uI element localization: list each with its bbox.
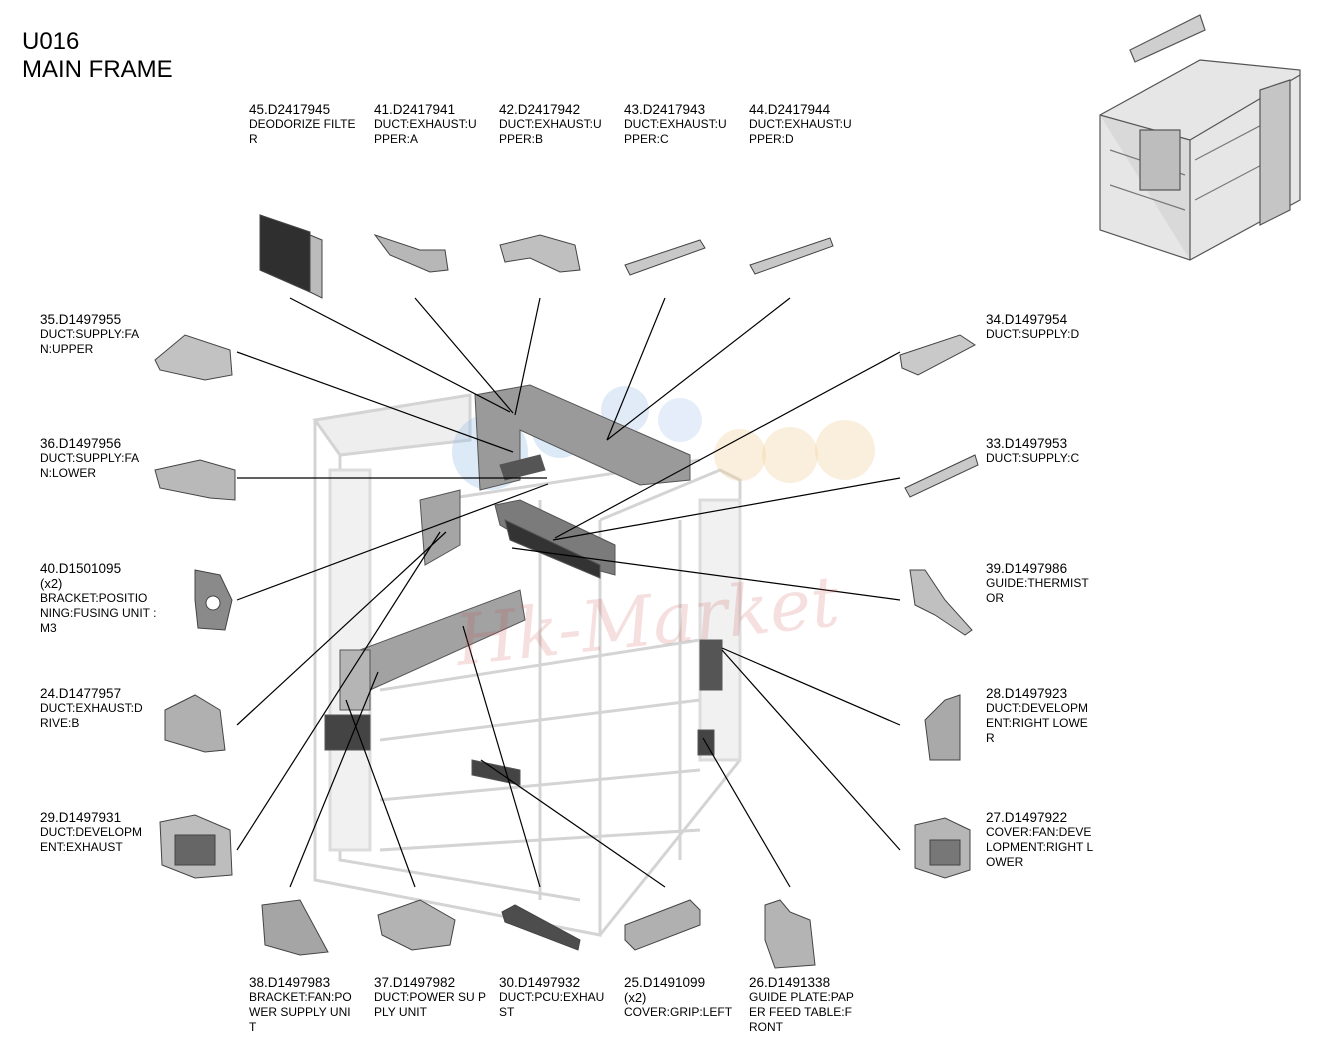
part-label-41: 41.D2417941 DUCT:EXHAUST:U PPER:A [374, 102, 486, 147]
part-label-24: 24.D1477957 DUCT:EXHAUST:D RIVE:B [40, 686, 152, 731]
part-description: BRACKET:FAN:PO WER SUPPLY UNI T [249, 990, 352, 1034]
part-number: 34.D1497954 [986, 312, 1068, 327]
part-number: 30.D1497932 [499, 975, 581, 990]
part-number: 24.D1477957 [40, 686, 122, 701]
part-description: DUCT:PCU:EXHAU ST [499, 990, 605, 1019]
part-illustrations [154, 214, 979, 969]
part-description: DUCT:SUPPLY:FA N:UPPER [40, 327, 139, 356]
part-description: DUCT:DEVELOPM ENT:RIGHT LOWE R [986, 701, 1089, 745]
part-label-43: 43.D2417943 DUCT:EXHAUST:U PPER:C [624, 102, 736, 147]
section-title: MAIN FRAME [22, 56, 173, 83]
part-number: 36.D1497956 [40, 436, 122, 451]
part-description: GUIDE PLATE:PAP ER FEED TABLE:F RONT [749, 990, 854, 1034]
part-label-44: 44.D2417944 DUCT:EXHAUST:U PPER:D [749, 102, 861, 147]
part-label-29: 29.D1497931 DUCT:DEVELOPM ENT:EXHAUST [40, 810, 152, 855]
part-label-25: 25.D1491099 (x2) COVER:GRIP:LEFT [624, 975, 742, 1020]
part-label-27: 27.D1497922 COVER:FAN:DEVE LOPMENT:RIGHT… [986, 810, 1098, 870]
part-label-38: 38.D1497983 BRACKET:FAN:PO WER SUPPLY UN… [249, 975, 361, 1035]
part-label-37: 37.D1497982 DUCT:POWER SU PPLY UNIT [374, 975, 486, 1020]
part-number: 40.D1501095 [40, 561, 122, 576]
part-description: DUCT:EXHAUST:U PPER:C [624, 117, 727, 146]
part-description: COVER:GRIP:LEFT [624, 1005, 733, 1019]
part-number: 39.D1497986 [986, 561, 1068, 576]
part-description: COVER:FAN:DEVE LOPMENT:RIGHT L OWER [986, 825, 1093, 869]
part-number: 33.D1497953 [986, 436, 1068, 451]
part-number: 25.D1491099 [624, 975, 706, 990]
part-description: GUIDE:THERMIST OR [986, 576, 1089, 605]
part-description: DUCT:EXHAUST:U PPER:D [749, 117, 852, 146]
part-label-35: 35.D1497955 DUCT:SUPPLY:FA N:UPPER [40, 312, 150, 357]
part-label-28: 28.D1497923 DUCT:DEVELOPM ENT:RIGHT LOWE… [986, 686, 1098, 746]
part-number: 35.D1497955 [40, 312, 122, 327]
main-frame-ghost [312, 393, 742, 937]
part-quantity: (x2) [40, 576, 63, 591]
part-description: DUCT:DEVELOPM ENT:EXHAUST [40, 825, 143, 854]
part-number: 41.D2417941 [374, 102, 456, 117]
part-label-40: 40.D1501095 (x2) BRACKET:POSITIO NING:FU… [40, 561, 158, 636]
part-number: 27.D1497922 [986, 810, 1068, 825]
part-number: 38.D1497983 [249, 975, 331, 990]
section-code: U016 [22, 28, 80, 55]
part-description: DEODORIZE FILTE R [249, 117, 356, 146]
part-number: 29.D1497931 [40, 810, 122, 825]
part-number: 45.D2417945 [249, 102, 331, 117]
part-number: 26.D1491338 [749, 975, 831, 990]
part-description: DUCT:SUPPLY:D [986, 327, 1080, 341]
leader-lines [236, 297, 901, 888]
part-description: DUCT:EXHAUST:D RIVE:B [40, 701, 143, 730]
part-label-45: 45.D2417945 DEODORIZE FILTE R [249, 102, 364, 147]
part-number: 43.D2417943 [624, 102, 706, 117]
part-description: DUCT:SUPPLY:FA N:LOWER [40, 451, 139, 480]
frame-thumbnail [1099, 14, 1301, 261]
part-number: 28.D1497923 [986, 686, 1068, 701]
part-number: 42.D2417942 [499, 102, 581, 117]
part-description: DUCT:EXHAUST:U PPER:B [499, 117, 602, 146]
part-number: 44.D2417944 [749, 102, 831, 117]
page-title: U016 MAIN FRAME [22, 28, 173, 84]
part-description: DUCT:SUPPLY:C [986, 451, 1080, 465]
part-label-30: 30.D1497932 DUCT:PCU:EXHAU ST [499, 975, 611, 1020]
part-number: 37.D1497982 [374, 975, 456, 990]
part-label-39: 39.D1497986 GUIDE:THERMIST OR [986, 561, 1098, 606]
part-description: DUCT:EXHAUST:U PPER:A [374, 117, 477, 146]
part-label-36: 36.D1497956 DUCT:SUPPLY:FA N:LOWER [40, 436, 150, 481]
part-quantity: (x2) [624, 990, 647, 1005]
part-description: DUCT:POWER SU PPLY UNIT [374, 990, 487, 1019]
part-label-42: 42.D2417942 DUCT:EXHAUST:U PPER:B [499, 102, 611, 147]
part-label-33: 33.D1497953 DUCT:SUPPLY:C [986, 436, 1098, 466]
part-label-26: 26.D1491338 GUIDE PLATE:PAP ER FEED TABL… [749, 975, 861, 1035]
part-description: BRACKET:POSITIO NING:FUSING UNIT :M3 [40, 591, 157, 635]
part-label-34: 34.D1497954 DUCT:SUPPLY:D [986, 312, 1098, 342]
